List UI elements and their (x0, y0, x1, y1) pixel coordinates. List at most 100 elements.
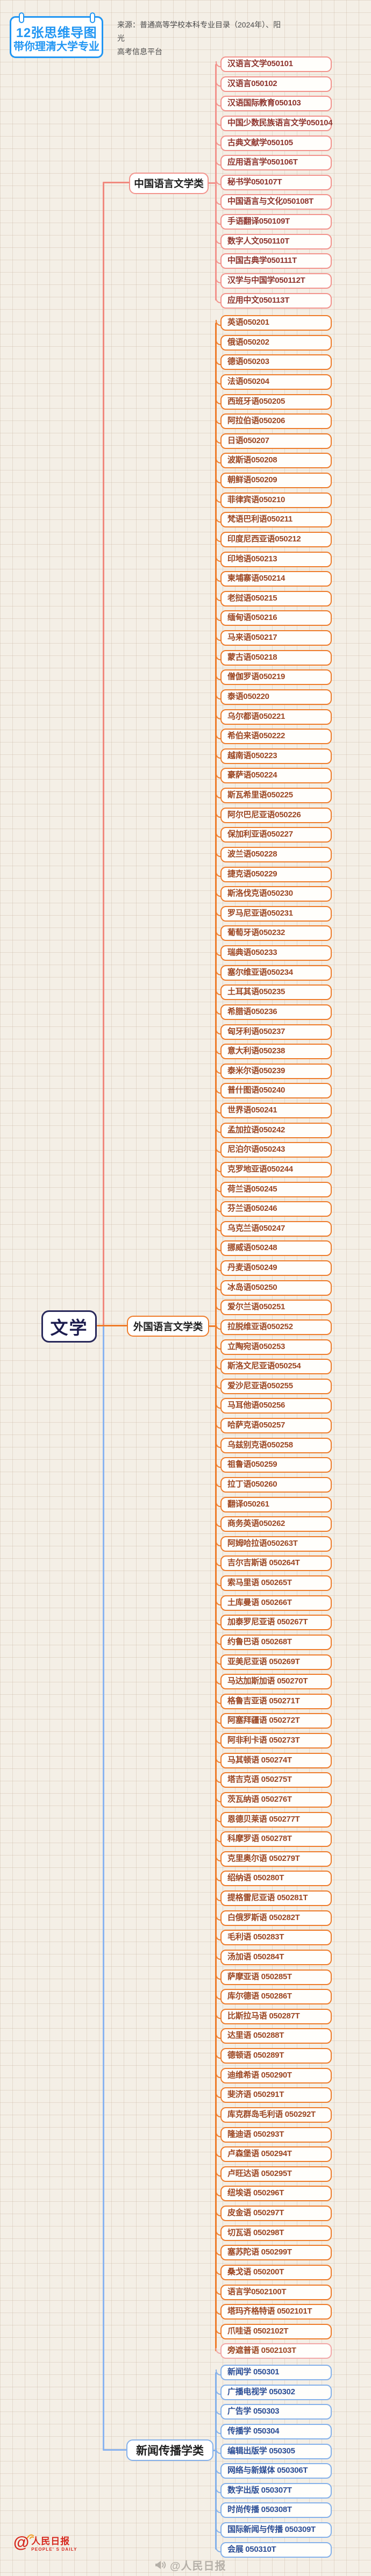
major-node: 拉脱维亚语050252 (216, 1319, 332, 1335)
major-node: 旁遮普语 0502103T (216, 2343, 332, 2359)
major-node: 茨瓦纳语 050276T (216, 1792, 332, 1808)
major-node: 英语050201 (216, 315, 332, 331)
major-node: 乌兹别克语050258 (216, 1437, 332, 1453)
major-node: 德语050203 (216, 354, 332, 370)
major-node: 阿非利卡语 050273T (216, 1733, 332, 1749)
connector-elbow-branch3 (103, 2449, 127, 2451)
major-node: 数字出版 050307T (216, 2482, 332, 2499)
watermark-text: @人民日报 (170, 2560, 226, 2572)
major-node: 新闻学 050301 (216, 2365, 332, 2380)
major-node: 波斯语050208 (216, 453, 332, 469)
major-node: 约鲁巴语 050268T (216, 1634, 332, 1650)
major-node: 隆迪语 050293T (216, 2127, 332, 2143)
major-node: 汉语言文学050101 (216, 56, 332, 72)
major-node: 普什图语050240 (216, 1083, 332, 1099)
major-node: 手语翻译050109T (216, 214, 332, 230)
major-node: 汉学与中国学050112T (216, 273, 332, 289)
major-node: 阿尔巴尼亚语050226 (216, 807, 332, 823)
major-node: 马达加斯加语 050270T (216, 1674, 332, 1690)
trunk-branch2 (215, 323, 217, 2351)
major-node: 数字人文050110T (216, 233, 332, 249)
major-node: 冰岛语050250 (216, 1280, 332, 1296)
connector-root-to-branch1 (103, 182, 104, 1326)
major-node: 国际新闻与传播 050309T (216, 2522, 332, 2538)
connector-stub-branch3 (213, 2450, 217, 2451)
major-node: 土耳其语050235 (216, 984, 332, 1001)
major-node: 翻译050261 (216, 1496, 332, 1512)
major-node: 朝鲜语050209 (216, 473, 332, 488)
major-node: 哈萨克语050257 (216, 1418, 332, 1433)
logo-signal-arcs-icon (26, 2534, 34, 2539)
major-node: 保加利亚语050227 (216, 827, 332, 843)
major-node: 芬兰语050246 (216, 1201, 332, 1217)
major-node: 爱沙尼亚语050255 (216, 1378, 332, 1394)
major-node: 斯洛伐克语050230 (216, 886, 332, 902)
major-node: 菲律宾语050210 (216, 492, 332, 508)
major-node: 毛利语 050283T (216, 1930, 332, 1946)
major-node: 萨摩亚语 050285T (216, 1969, 332, 1985)
major-node: 祖鲁语050259 (216, 1457, 332, 1473)
logo-text-en: PEOPLE' S DAILY (31, 2547, 77, 2552)
major-node: 克罗地亚语050244 (216, 1161, 332, 1178)
major-node: 卢森堡语 050294T (216, 2146, 332, 2163)
connector-root-to-branch3 (103, 1326, 104, 2450)
branch-label-foreign-language-literature: 外国语言文学类 (127, 1316, 209, 1337)
major-node: 皮金语 050297T (216, 2206, 332, 2221)
major-node: 阿塞拜疆语 050272T (216, 1713, 332, 1729)
major-node: 提格雷尼亚语 050281T (216, 1890, 332, 1906)
major-node: 应用中文050113T (216, 292, 332, 309)
major-node: 塔玛齐格特语 0502101T (216, 2304, 332, 2320)
major-node: 迪维希语 050290T (216, 2067, 332, 2083)
major-node: 秘书学050107T (216, 174, 332, 190)
clip-icon (90, 12, 95, 23)
major-node: 荷兰语050245 (216, 1181, 332, 1197)
major-node: 编辑出版学 050305 (216, 2443, 332, 2459)
major-node: 绍纳语 050280T (216, 1871, 332, 1887)
major-node: 柬埔寨语050214 (216, 571, 332, 587)
megaphone-icon (155, 2561, 166, 2569)
weibo-watermark: @人民日报 (154, 2557, 226, 2573)
major-node: 塞尔维亚语050234 (216, 965, 332, 981)
logo-at-icon: @ (13, 2534, 30, 2551)
major-node: 加泰罗尼亚语 050267T (216, 1615, 332, 1631)
title-badge: 12张思维导图 带你理清大学专业 (10, 12, 103, 58)
major-node: 印地语050213 (216, 551, 332, 567)
major-node: 阿拉伯语050206 (216, 413, 332, 430)
major-node: 泰语050220 (216, 689, 332, 705)
major-node: 瑞典语050233 (216, 945, 332, 961)
peoples-daily-logo: @ 人民日报 PEOPLE' S DAILY (13, 2534, 77, 2552)
major-node: 库克群岛毛利语 050292T (216, 2107, 332, 2123)
major-node: 世界语050241 (216, 1103, 332, 1118)
major-node: 中国少数民族语言文学050104 (216, 115, 333, 131)
connector-stub-branch2 (209, 1325, 216, 1327)
major-node: 纽埃语 050296T (216, 2186, 332, 2202)
major-node: 孟加拉语050242 (216, 1122, 332, 1138)
major-node: 乌克兰语050247 (216, 1221, 332, 1237)
clip-icon (19, 12, 24, 23)
major-node: 斯瓦希里语050225 (216, 788, 332, 803)
major-node: 中国语言与文化050108T (216, 194, 332, 210)
major-node: 塔吉克语 050275T (216, 1772, 332, 1788)
major-node: 爱尔兰语050251 (216, 1300, 332, 1316)
major-node: 挪威语050248 (216, 1240, 332, 1257)
major-node: 日语050207 (216, 433, 332, 449)
major-node: 罗马尼亚语050231 (216, 905, 332, 922)
major-node: 斐济语 050291T (216, 2087, 332, 2103)
major-node: 语言学0502100T (216, 2284, 332, 2300)
major-node: 老挝语050215 (216, 590, 332, 606)
source-line1: 来源：普通高等学校本科专业目录（2024年）、阳光 (117, 20, 281, 42)
connector-root-to-branch2 (97, 1325, 127, 1326)
major-node: 丹麦语050249 (216, 1260, 332, 1276)
major-node: 马来语050217 (216, 630, 332, 646)
major-node: 网络与新媒体 050306T (216, 2463, 332, 2479)
badge-title-line1: 12张思维导图 (16, 26, 97, 40)
major-node: 捷克语050229 (216, 866, 332, 882)
major-node: 白俄罗斯语 050282T (216, 1910, 332, 1926)
major-node: 拉丁语050260 (216, 1476, 332, 1493)
major-node: 恩德贝莱语 050277T (216, 1811, 332, 1828)
major-node: 汤加语 050284T (216, 1949, 332, 1965)
major-node: 格鲁吉亚语 050271T (216, 1693, 332, 1709)
